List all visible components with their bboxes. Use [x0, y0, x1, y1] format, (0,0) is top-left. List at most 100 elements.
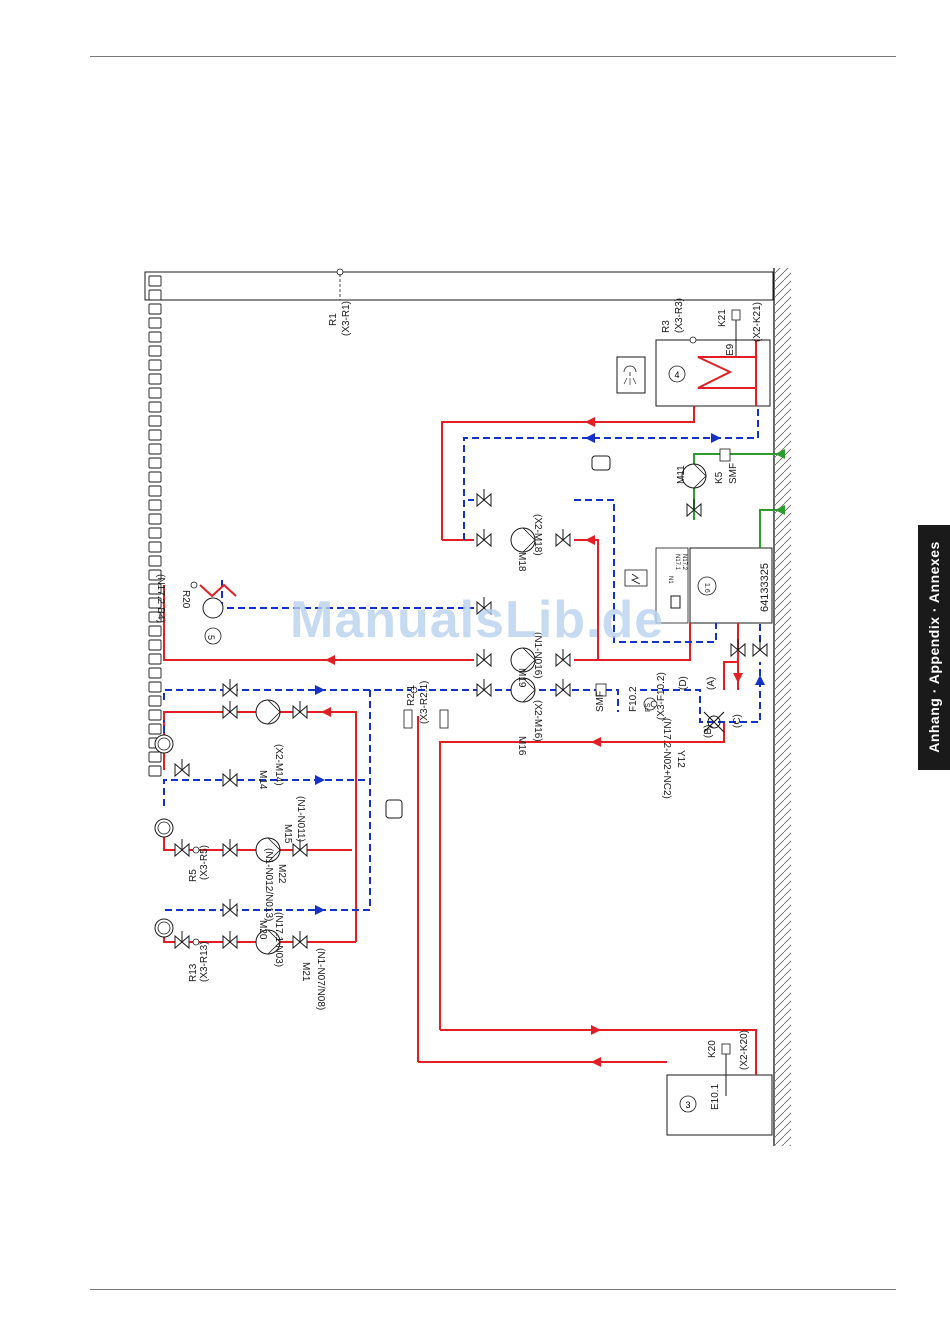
y12-label: Y12 — [675, 750, 686, 768]
flow-pipe — [441, 406, 695, 540]
sensor-icon — [689, 336, 697, 344]
r5-terminal: (X3-R5) — [199, 845, 210, 880]
sensor-icon — [410, 686, 418, 694]
floor-tile — [148, 681, 162, 693]
floor-tile — [148, 667, 162, 679]
f102-terminal: (X3-F10.2) — [656, 672, 667, 720]
floor-tile — [148, 345, 162, 357]
flow-arrow — [321, 707, 331, 717]
flow-arrow — [733, 673, 743, 683]
return-pipe — [163, 689, 619, 712]
floor-tile — [148, 415, 162, 427]
pump-m14-icon — [255, 699, 281, 725]
flow-arrow — [591, 1025, 601, 1035]
internal-n17-1: N17.1 — [674, 554, 680, 571]
three-way-valve-body — [707, 715, 721, 729]
floor-tile — [148, 709, 162, 721]
e9-label: E9 — [725, 343, 736, 356]
floor-tile — [148, 723, 162, 735]
return-pipe — [463, 499, 474, 540]
m22-label: M22 — [276, 864, 287, 884]
k21-label: K21 — [717, 309, 728, 327]
three-way-valve-icon — [703, 711, 725, 733]
floor-tile — [148, 555, 162, 567]
labels: R1 (X3-R1) R3 (X3-R3) K21 (X2-K21) E9 R2… — [155, 298, 771, 1110]
expansion-vessel-icon — [591, 455, 611, 471]
floor-tile — [148, 317, 162, 329]
e101-label: E10.1 — [710, 1083, 721, 1110]
internal-n17-2: N17.2 — [681, 554, 687, 571]
return-pipe — [163, 779, 370, 806]
pump-m15-icon-triangle — [267, 837, 281, 863]
flow-arrow — [755, 675, 765, 685]
floor-tile — [148, 331, 162, 343]
m21-terminal: (N1-N07/N08) — [315, 948, 326, 1010]
floor-tile — [148, 751, 162, 763]
heater-e9-icon — [731, 309, 741, 321]
floor-tile — [148, 275, 162, 287]
m14-label: M14 — [257, 770, 268, 790]
k21-terminal: (X2-K21) — [752, 302, 763, 342]
floor-tile — [148, 485, 162, 497]
pump-m11-icon-triangle — [693, 463, 707, 489]
floor-tile — [148, 583, 162, 595]
section-tab: Anhang · Appendix · Annexes — [918, 525, 950, 770]
floor-tile — [148, 611, 162, 623]
flow-arrow — [591, 1057, 601, 1067]
floor-tile — [148, 303, 162, 315]
floor-tile — [148, 359, 162, 371]
fs-mark: FS — [645, 703, 652, 712]
r5-label: R5 — [188, 869, 199, 882]
flow-pipe — [163, 711, 357, 942]
internal-n1: N1 — [667, 576, 673, 584]
dhw-tank: 4 — [616, 339, 771, 407]
r21-label: R2.1 — [406, 684, 417, 706]
floor-tile — [148, 457, 162, 469]
smf-label-top: SMF — [728, 463, 739, 484]
pump-m14-icon-triangle — [267, 699, 281, 725]
r20-terminal: (N17.2-B4) — [155, 574, 166, 623]
pump-m18-icon-triangle — [522, 527, 536, 553]
radiator-2-icon-inner — [157, 821, 171, 835]
flow-arrow — [315, 775, 325, 785]
pool-number-circle — [204, 627, 222, 645]
dhw-tank-number: 4 — [674, 370, 679, 380]
floor-tile — [148, 401, 162, 413]
port-a: (A) — [706, 677, 717, 690]
m20-terminal: (N17.1-N03) — [273, 912, 284, 967]
pump-m19-icon-triangle — [522, 647, 536, 673]
r1-terminal: (X3-R1) — [341, 301, 352, 336]
floor-structure — [144, 268, 791, 1146]
buffer-tank-number: 3 — [685, 1100, 690, 1110]
m14-terminal: (X2-M14) — [273, 744, 284, 786]
port-b: (B) — [703, 725, 714, 738]
flow-arrow — [591, 737, 601, 747]
flow-arrow — [315, 905, 325, 915]
r20-label: R20 — [180, 590, 191, 609]
m19-terminal: (N1-N016) — [532, 632, 543, 679]
k20-label: K20 — [707, 1040, 718, 1058]
sensor-icon — [192, 846, 200, 854]
flow-arrow — [585, 433, 595, 443]
m20-label: M20 — [257, 920, 268, 940]
sensor-icon — [650, 700, 658, 708]
r3-terminal: (X3-R3) — [674, 298, 685, 333]
floor-tile — [148, 541, 162, 553]
floor-tile — [148, 527, 162, 539]
m19-label: M19 — [516, 668, 527, 688]
flow-arrow — [775, 505, 785, 515]
flow-pipe — [439, 722, 725, 1030]
sensor-icon — [190, 581, 198, 589]
r3-label: R3 — [661, 320, 672, 333]
brine-pipe — [693, 453, 785, 520]
r1-label: R1 — [328, 313, 339, 326]
expansion-vessel-2-icon — [385, 799, 403, 819]
floor-tile — [148, 513, 162, 525]
flow-arrow — [585, 417, 595, 427]
floor-tile — [148, 625, 162, 637]
pump-m20-icon-triangle — [267, 929, 281, 955]
dirt-trap-top-icon — [719, 448, 731, 462]
floor-tile — [148, 471, 162, 483]
r13-label: R13 — [188, 963, 199, 982]
